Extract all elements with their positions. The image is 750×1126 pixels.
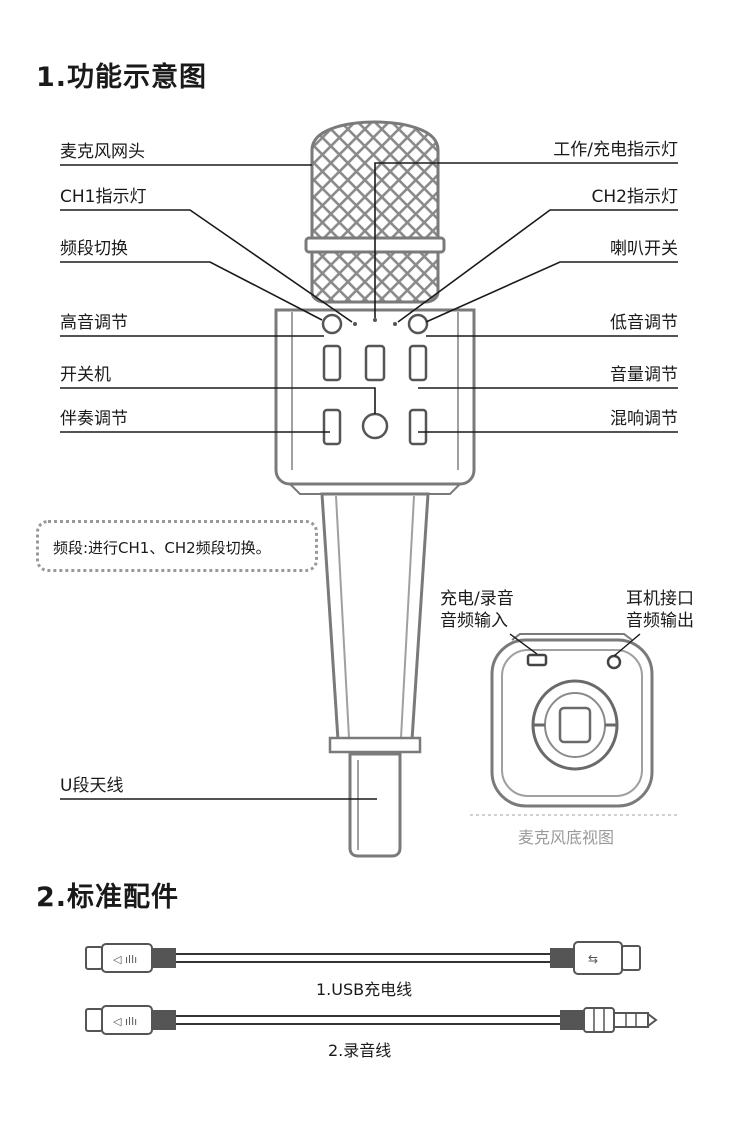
mic-handle	[320, 492, 430, 754]
caption-bottom-view: 麦克风底视图	[518, 828, 615, 847]
center-upper-button	[364, 344, 386, 382]
reverb-button	[408, 408, 428, 446]
caption-usb-cable: 1.USB充电线	[316, 980, 413, 999]
label-ch1-indicator: CH1指示灯	[60, 187, 147, 207]
band-switch-button	[321, 313, 343, 335]
headphone-jack	[606, 654, 622, 670]
label-band-switch: 频段切换	[60, 239, 128, 259]
ch1-indicator-led	[353, 322, 357, 326]
leader-lines-right	[374, 162, 678, 433]
label-power: 开关机	[60, 365, 111, 385]
usb-port	[526, 653, 548, 667]
label-port-right-line1: 耳机接口	[626, 589, 694, 609]
u-band-antenna	[348, 752, 402, 858]
recording-cable-drawing: ◁ ıllı	[85, 1005, 658, 1035]
label-volume: 音量调节	[610, 365, 678, 385]
label-port-left-line1: 充电/录音	[440, 589, 514, 609]
usb-cable-drawing: ◁ ıllı ⇆	[85, 941, 641, 975]
svg-text:⇆: ⇆	[588, 952, 598, 966]
volume-button	[408, 344, 428, 382]
mic-bottom-view	[470, 633, 680, 816]
power-button	[361, 412, 389, 440]
label-port-right-line2: 音频输出	[626, 611, 694, 631]
treble-button	[322, 344, 342, 382]
label-speaker-switch: 喇叭开关	[610, 239, 678, 259]
label-antenna: U段天线	[60, 776, 124, 796]
speaker-switch-button	[407, 313, 429, 335]
svg-text:◁ ıllı: ◁ ıllı	[113, 953, 137, 966]
work-charge-led	[373, 318, 377, 322]
caption-recording-cable: 2.录音线	[328, 1041, 392, 1060]
label-accompaniment: 伴奏调节	[60, 409, 128, 429]
svg-text:◁ ıllı: ◁ ıllı	[113, 1015, 137, 1028]
band-note-box: 频段:进行CH1、CH2频段切换。	[36, 520, 318, 572]
label-work-charge-indicator: 工作/充电指示灯	[553, 140, 678, 160]
label-reverb: 混响调节	[610, 409, 678, 429]
ch2-indicator-led	[393, 322, 397, 326]
section-title-function-diagram: 1.功能示意图	[36, 62, 208, 93]
label-port-left-line2: 音频输入	[440, 611, 508, 631]
section-title-accessories: 2.标准配件	[36, 882, 180, 913]
band-note-text: 频段:进行CH1、CH2频段切换。	[53, 539, 271, 557]
label-treble: 高音调节	[60, 313, 128, 333]
label-ch2-indicator: CH2指示灯	[591, 187, 678, 207]
label-mesh-head: 麦克风网头	[60, 142, 145, 162]
accompaniment-button	[322, 408, 342, 446]
leader-lines-left	[60, 164, 377, 800]
label-bass: 低音调节	[610, 313, 678, 333]
control-buttons	[321, 313, 429, 446]
